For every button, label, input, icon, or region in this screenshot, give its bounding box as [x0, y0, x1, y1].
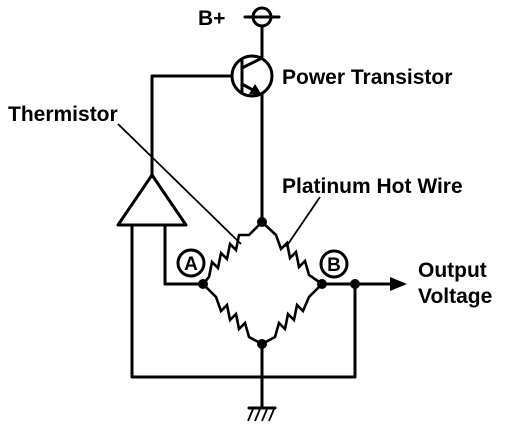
wire-feedback-loop [130, 223, 357, 379]
amplifier-icon [116, 173, 188, 227]
thermistor-label: Thermistor [8, 103, 118, 126]
ground-icon [247, 406, 277, 422]
supply-label: B+ [198, 7, 225, 30]
platinum-hot-wire-leader-line [285, 196, 321, 248]
output-arrow-icon [390, 277, 407, 291]
resistor-platinum-hot-wire [260, 220, 324, 286]
thermistor-leader-line [117, 123, 242, 245]
node-bridge-top [257, 217, 267, 227]
node-b-label: B [327, 255, 341, 276]
resistor-bridge-lower-left [201, 282, 264, 346]
resistor-thermistor [201, 220, 264, 286]
node-a-label: A [184, 254, 198, 275]
node-a-label-circle [176, 248, 206, 278]
supply-terminal-icon [243, 6, 281, 28]
output-label-line1: Output [418, 259, 487, 282]
power-transistor-label: Power Transistor [282, 66, 452, 89]
platinum-hot-wire-label: Platinum Hot Wire [282, 175, 463, 198]
node-b-label-circle [319, 249, 349, 279]
power-transistor-icon [230, 54, 274, 98]
wire-amp-to-base [150, 74, 234, 177]
resistor-bridge-lower-right [260, 282, 324, 346]
node-a-dot [198, 279, 208, 289]
wire-amp-input-a [163, 223, 205, 286]
output-label-line2: Voltage [418, 285, 492, 308]
